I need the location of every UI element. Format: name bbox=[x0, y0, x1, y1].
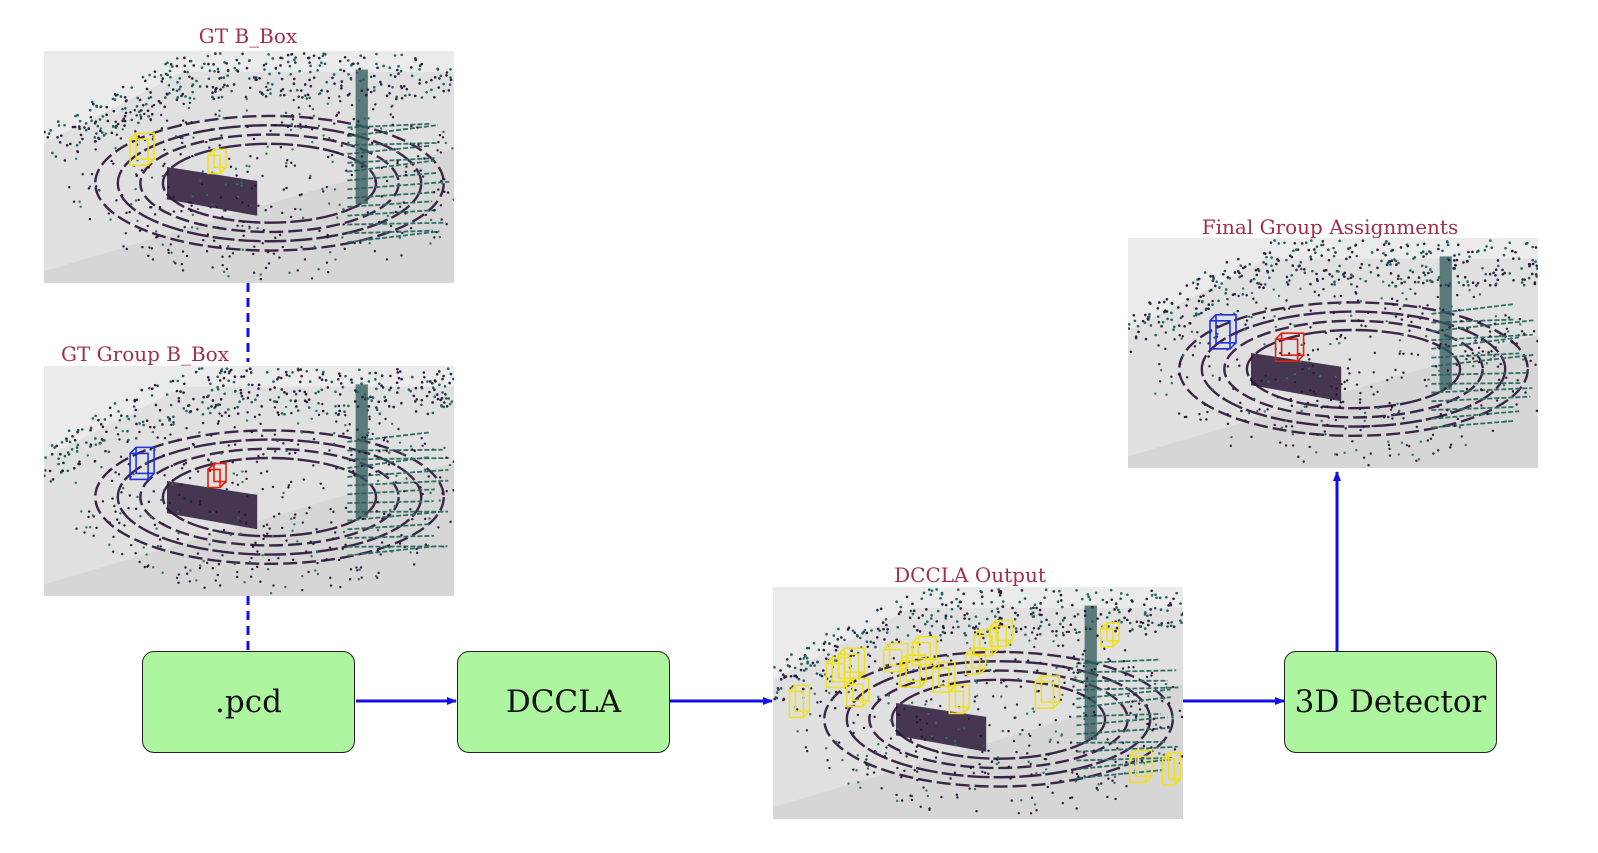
dccla-detection-box bbox=[899, 654, 927, 689]
point-cloud bbox=[1128, 239, 1538, 467]
background-wall bbox=[773, 587, 1183, 680]
dccla-output-label: DCCLA Output bbox=[894, 563, 1046, 587]
dccla-detection-box bbox=[1034, 675, 1061, 709]
gt-group-bbox-label: GT Group B_Box bbox=[60, 342, 229, 366]
background-wall bbox=[1128, 238, 1538, 330]
dccla-detection-box bbox=[1161, 751, 1182, 786]
group-box-b bbox=[207, 462, 227, 489]
dccla-detection-box bbox=[1128, 749, 1153, 784]
dccla-detection-box bbox=[837, 647, 866, 680]
gt-group-bbox-scene bbox=[44, 366, 454, 596]
gt-bbox-scene bbox=[44, 51, 454, 283]
bounding-boxes bbox=[788, 619, 1182, 786]
bounding-boxes bbox=[129, 446, 227, 489]
point-cloud bbox=[773, 588, 1183, 815]
3d-detector-node: 3D Detector bbox=[1284, 651, 1497, 753]
group-box-a bbox=[129, 446, 155, 481]
dccla-detection-box bbox=[846, 677, 870, 708]
final-box-group-a bbox=[1209, 314, 1237, 350]
dccla-detection-box bbox=[964, 647, 987, 676]
dccla-output-scene bbox=[773, 587, 1183, 819]
final-group-assignments-label: Final Group Assignments bbox=[1201, 215, 1459, 239]
gt-bbox-label: GT B_Box bbox=[198, 24, 298, 48]
final-group-assignments-scene bbox=[1128, 238, 1538, 468]
background-wall bbox=[44, 366, 454, 458]
point-cloud bbox=[44, 52, 454, 281]
dccla-detection-box bbox=[911, 635, 938, 666]
bounding-boxes bbox=[1209, 314, 1305, 362]
dccla-node: DCCLA bbox=[457, 651, 670, 753]
final-box-group-b bbox=[1274, 332, 1305, 362]
dccla-detection-box bbox=[948, 684, 971, 715]
bounding-boxes bbox=[129, 132, 227, 175]
dccla-detection-box bbox=[1100, 621, 1120, 648]
dccla-detection-box bbox=[788, 684, 811, 719]
pcd-node: .pcd bbox=[142, 651, 355, 753]
dccla-detection-box bbox=[989, 619, 1014, 648]
background-wall bbox=[44, 51, 454, 144]
point-cloud bbox=[44, 367, 454, 595]
gt-box-center bbox=[207, 148, 227, 175]
gt-box-left bbox=[129, 132, 155, 166]
